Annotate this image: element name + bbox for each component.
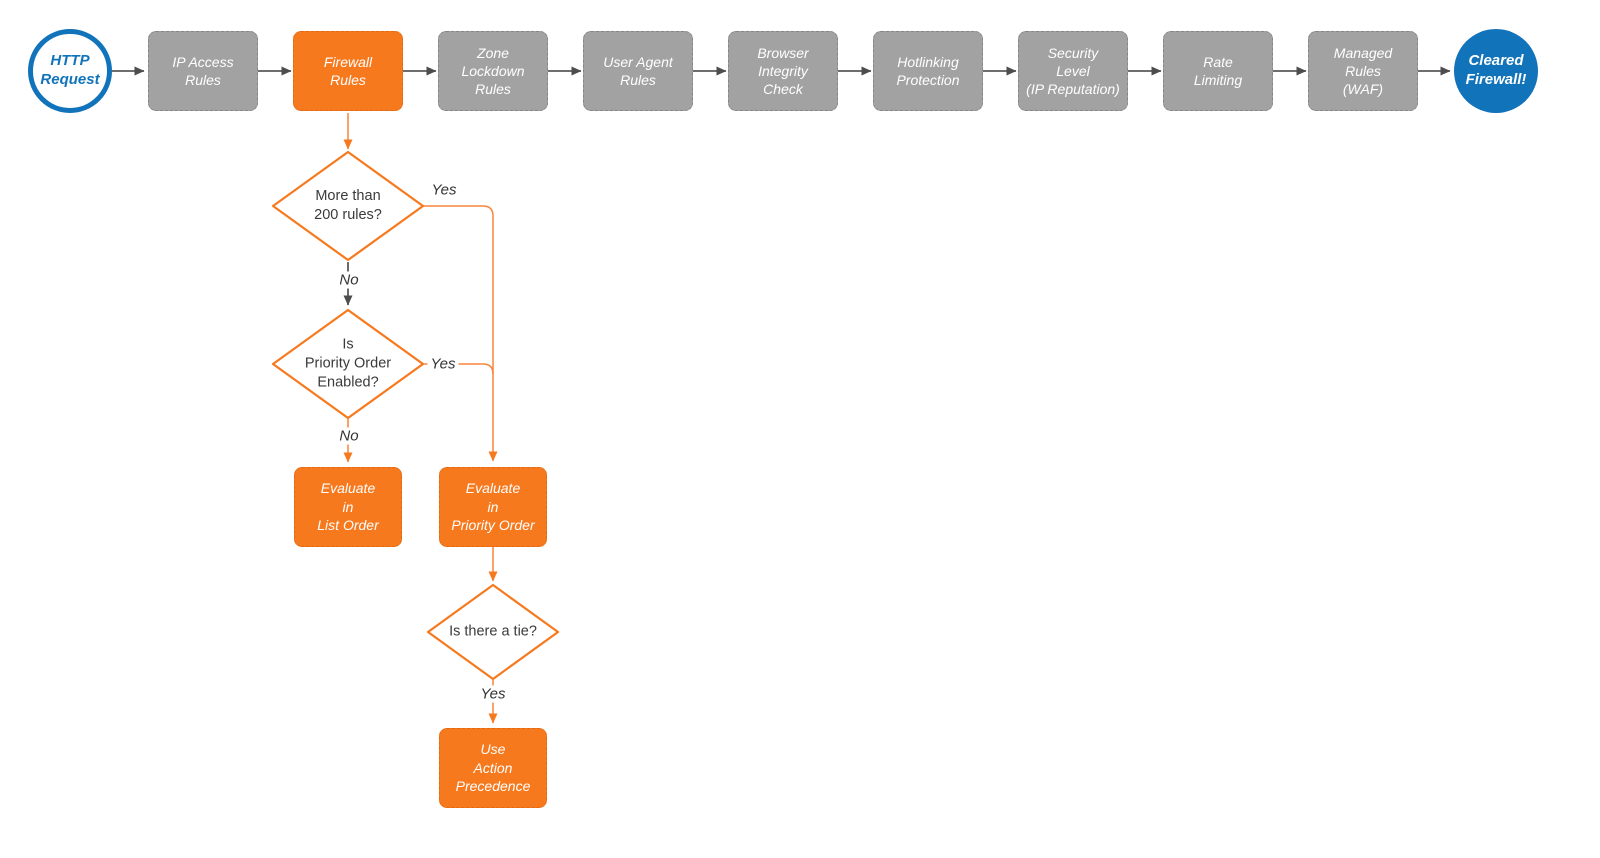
decision-priority-order-enabled-label: Is Priority Order Enabled? xyxy=(304,336,392,391)
edge-decision2-yes-join xyxy=(423,363,494,375)
edge-decision1-yes-to-priority-order xyxy=(423,205,498,462)
pipeline-node-security-level: Security Level (IP Reputation) xyxy=(1018,31,1128,111)
pipeline-node-hotlinking-protection: Hotlinking Protection xyxy=(873,31,983,111)
pipeline-node-user-agent-rules: User Agent Rules xyxy=(583,31,693,111)
decision-more-than-200-rules-shape xyxy=(271,150,425,262)
edge-label-yes-3: Yes xyxy=(477,685,509,703)
start-node-http-request: HTTP Request xyxy=(28,29,112,113)
edge-label-yes-1: Yes xyxy=(428,181,460,199)
edge-label-yes-2: Yes xyxy=(427,355,459,373)
action-use-action-precedence: Use Action Precedence xyxy=(439,728,547,808)
pipeline-node-zone-lockdown-rules: Zone Lockdown Rules xyxy=(438,31,548,111)
pipeline-node-rate-limiting: Rate Limiting xyxy=(1163,31,1273,111)
action-evaluate-in-list-order: Evaluate in List Order xyxy=(294,467,402,547)
edge-label-no-2: No xyxy=(336,427,362,445)
decision-is-there-a-tie-label: Is there a tie? xyxy=(449,623,537,640)
action-evaluate-in-priority-order: Evaluate in Priority Order xyxy=(439,467,547,547)
pipeline-node-firewall-rules: Firewall Rules xyxy=(293,31,403,111)
decision-more-than-200-rules-label: More than 200 rules? xyxy=(314,187,382,223)
edge-label-no-1: No xyxy=(336,271,362,289)
pipeline-node-ip-access-rules: IP Access Rules xyxy=(148,31,258,111)
decision-priority-order-enabled-shape xyxy=(271,308,425,420)
decision-is-there-a-tie-shape xyxy=(426,583,560,681)
end-node-cleared-firewall: Cleared Firewall! xyxy=(1454,29,1538,113)
pipeline-node-managed-rules-waf: Managed Rules (WAF) xyxy=(1308,31,1418,111)
pipeline-node-browser-integrity-check: Browser Integrity Check xyxy=(728,31,838,111)
